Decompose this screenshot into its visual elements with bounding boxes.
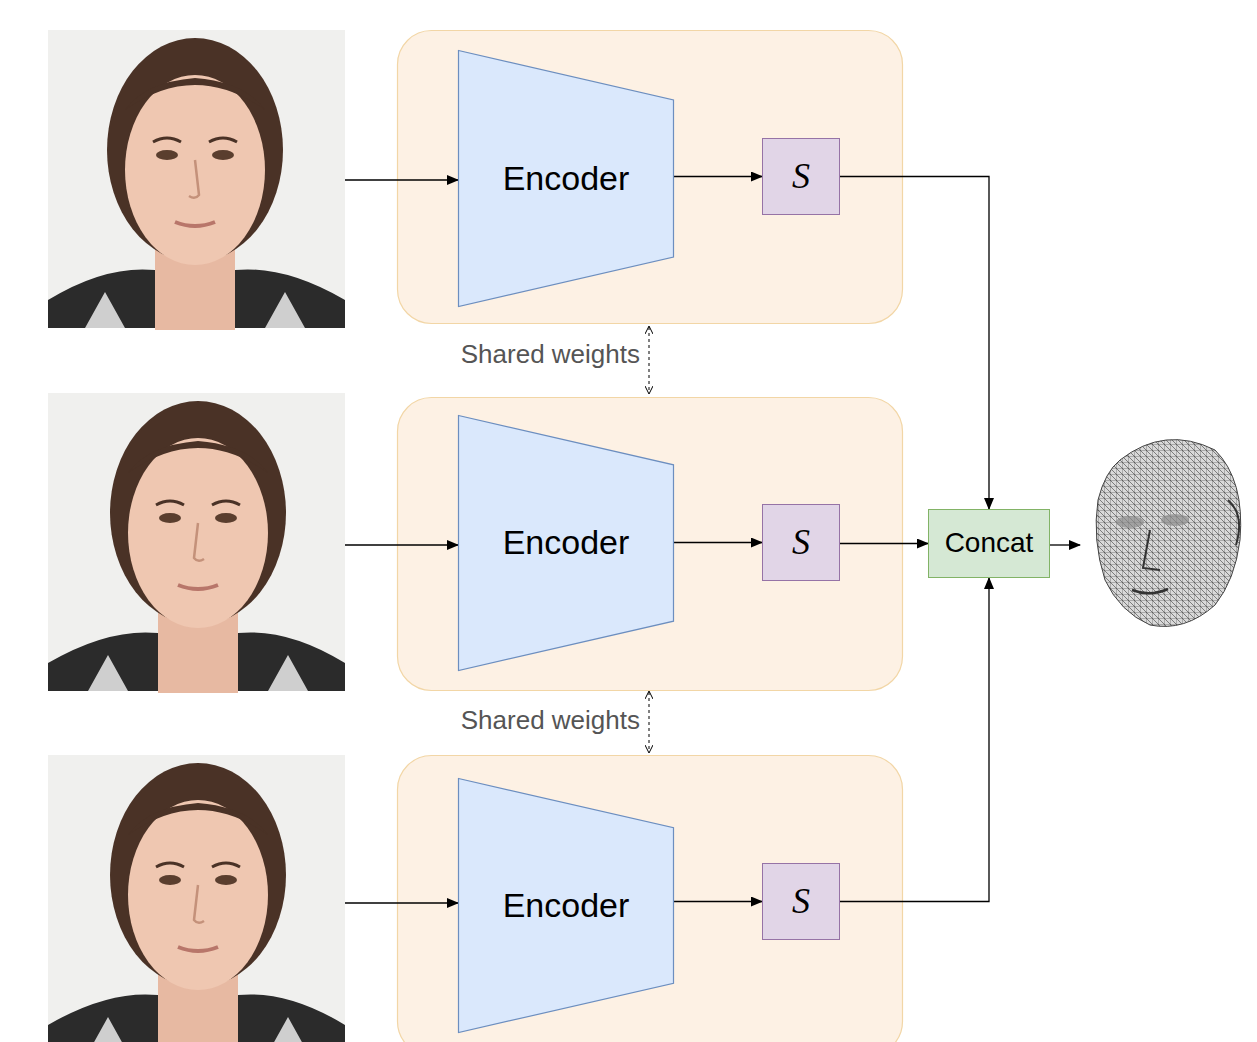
shared-weights-label: Shared weights (461, 340, 640, 369)
connector-arrow (840, 177, 989, 510)
node-label: Encoder (503, 524, 630, 561)
connector-arrow (674, 542, 762, 543)
feature-box: S (762, 504, 840, 581)
connector-arrow (674, 901, 762, 902)
encoder-block: Encoder (458, 415, 674, 671)
connector-arrow (674, 176, 762, 177)
node-label: Encoder (503, 160, 630, 197)
feature-box: S (762, 863, 840, 940)
connector-arrow (840, 543, 928, 544)
encoder-block: Encoder (458, 50, 674, 307)
node-label: S (792, 157, 810, 197)
node-label: S (792, 523, 810, 563)
concat-box: Concat (928, 509, 1050, 578)
node-label: Encoder (503, 887, 630, 924)
encoder-block: Encoder (458, 778, 674, 1033)
connector-arrow (840, 578, 989, 902)
node-label: Concat (945, 528, 1034, 559)
feature-box: S (762, 138, 840, 215)
shared-weights-label: Shared weights (461, 706, 640, 735)
node-label: S (792, 882, 810, 922)
